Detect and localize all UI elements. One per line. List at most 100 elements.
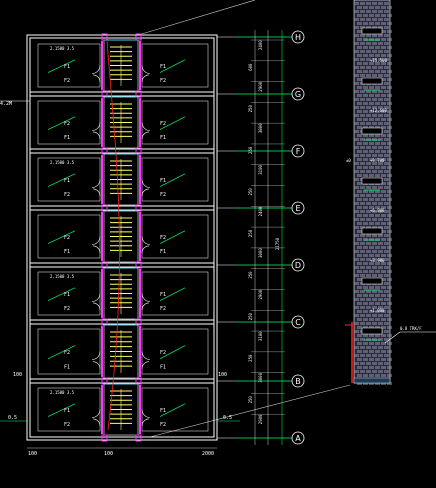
brick [363,270,368,273]
brick [384,106,389,109]
dim-value: 250 [248,188,253,196]
brick [354,306,359,309]
brick [387,334,392,337]
brick [375,6,380,9]
room-tag: 2.1500 3.5 [50,390,75,395]
brick [372,306,377,309]
brick [372,274,377,277]
brick [381,302,386,305]
brick [375,158,380,161]
brick [381,318,386,321]
door-arc [141,65,151,74]
column [135,90,142,98]
brick [357,118,362,121]
brick [375,350,380,353]
bottom-dims: 100 100 2000 [27,447,217,457]
brick [363,246,368,249]
brick [357,214,362,217]
room-right [141,100,209,145]
brick [384,250,389,253]
brick [357,334,362,337]
brick [381,254,386,257]
brick [366,250,371,253]
brick [360,314,365,317]
brick [378,42,383,45]
brick [384,226,389,229]
brick [363,190,368,193]
brick [357,6,362,9]
door-arc [141,302,150,310]
room-tag: 2.1500 3.5 [50,46,75,51]
brick [372,74,377,77]
axis-bubble [291,374,305,388]
brick [360,250,365,253]
brick [360,226,365,229]
brick [381,374,386,377]
brick [381,238,386,241]
brick [387,78,392,81]
brick [357,382,362,385]
brick [360,266,365,269]
brick [360,338,365,341]
brick [357,310,362,313]
brick [357,70,362,73]
brick [363,166,368,169]
window-band [361,277,383,285]
brick [354,170,359,173]
brick [384,74,389,77]
brick [360,370,365,373]
brick [378,314,383,317]
dim-value: 3000 [258,248,263,258]
brick [366,338,371,341]
brick [357,174,362,177]
brick [384,98,389,101]
brick [366,90,371,93]
right-side-dim-1: 100 [218,372,227,378]
brick [366,26,371,29]
brick [387,294,392,297]
brick [357,350,362,353]
brick [354,98,359,101]
door-arc [141,361,150,369]
brick [372,170,377,173]
brick [366,58,371,61]
brick [360,186,365,189]
brick [357,166,362,169]
brick [363,262,368,265]
brick [354,138,359,141]
brick [366,218,371,221]
door-arc [141,188,150,196]
elevation-mark: +9.700 [370,158,385,163]
brick [357,30,362,33]
brick [381,350,386,353]
brick [369,22,374,25]
brick [372,2,377,5]
brick [378,26,383,29]
door-arc [92,245,101,253]
dim-value: 250 [248,312,253,320]
brick [369,158,374,161]
brick [381,174,386,177]
brick [369,318,374,321]
brick [363,198,368,201]
brick [366,138,371,141]
brick [363,70,368,73]
brick [369,54,374,57]
brick [363,86,368,89]
elevation-mark: +1.000 [370,308,385,313]
brick [372,370,377,373]
brick [360,362,365,365]
column [135,318,142,326]
dir-arrow [47,287,76,301]
brick [354,18,359,21]
brick [372,338,377,341]
elevation-mark: +12.600 [370,108,387,113]
brick [387,46,392,49]
brick [384,282,389,285]
axis-bubble [291,201,305,215]
brick [360,234,365,237]
room-label-right: F1 [160,408,166,414]
brick [375,262,380,265]
